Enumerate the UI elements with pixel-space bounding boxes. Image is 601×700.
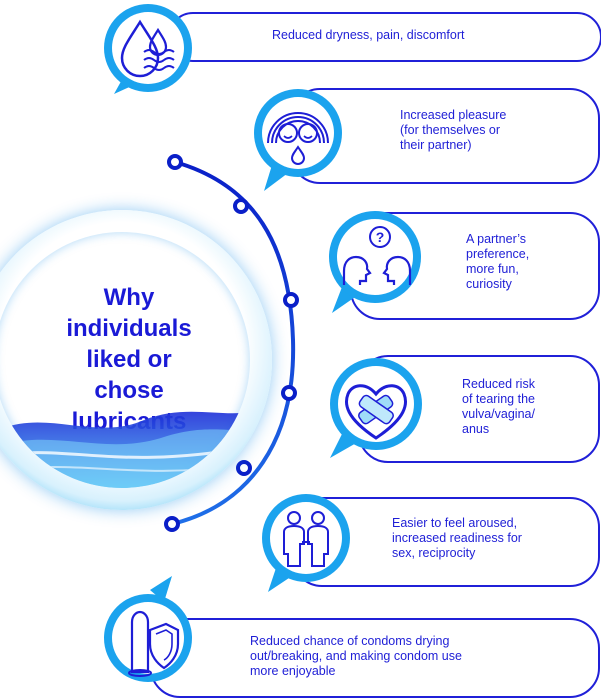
happy-couple-icon	[254, 89, 342, 191]
water-drops-icon	[104, 4, 192, 94]
arc-node	[283, 292, 299, 308]
reason-text-line: more fun,	[466, 262, 519, 276]
reason-text-line: anus	[462, 422, 490, 436]
arc-node	[233, 198, 249, 214]
hub-title-line: liked or chose	[86, 346, 172, 404]
reason-text-line: Easier to feel aroused,	[392, 516, 518, 530]
hub-title-line: Why	[103, 284, 155, 311]
reason-text-line: Reduced chance of condoms drying	[250, 634, 450, 648]
reason-text: Reduced risk of tearing the vulva/vagina…	[462, 377, 588, 437]
reason-text-line: increased readiness for	[392, 531, 522, 545]
reason-card-condoms: Reduced chance of condoms drying out/bre…	[150, 618, 600, 698]
hub-inner-circle: Why individuals liked or chose lubricant…	[0, 232, 250, 488]
reason-text: Increased pleasure (for themselves or th…	[400, 108, 590, 153]
reason-text-line: Reduced risk	[462, 377, 535, 391]
reason-text: Reduced chance of condoms drying out/bre…	[250, 634, 590, 679]
reason-card-dryness: Reduced dryness, pain, discomfort	[168, 12, 601, 62]
reason-text-line: Reduced dryness, pain, discomfort	[272, 28, 465, 42]
water-wave-graphic	[0, 411, 250, 488]
reason-text: Reduced dryness, pain, discomfort	[272, 28, 592, 43]
reason-text-line: of tearing the	[462, 392, 535, 406]
svg-text:?: ?	[376, 229, 385, 245]
reason-text-line: more enjoyable	[250, 664, 336, 678]
reason-text-line: (for themselves or	[400, 123, 501, 137]
reason-text-line: vulva/vagina/	[462, 407, 535, 421]
reason-text-line: Increased pleasure	[400, 108, 507, 122]
reason-text-line: their partner)	[400, 138, 472, 152]
arc-node	[281, 385, 297, 401]
talking-heads-question-icon: ?	[329, 211, 421, 313]
reason-text-line: preference,	[466, 247, 530, 261]
condom-shield-icon	[104, 576, 192, 682]
reason-text: Easier to feel aroused, increased readin…	[392, 516, 592, 561]
arc-node	[164, 516, 180, 532]
arc-node	[167, 154, 183, 170]
two-people-icon	[262, 494, 350, 592]
reason-text: A partner’s preference, more fun, curios…	[466, 232, 586, 292]
reason-text-line: sex, reciprocity	[392, 546, 476, 560]
bandaged-heart-icon	[330, 358, 422, 458]
reason-text-line: curiosity	[466, 277, 512, 291]
reason-text-line: out/breaking, and making condom use	[250, 649, 462, 663]
hub-title-line: individuals	[66, 315, 192, 342]
central-hub: Why individuals liked or chose lubricant…	[0, 210, 272, 510]
reason-text-line: A partner’s	[466, 232, 526, 246]
